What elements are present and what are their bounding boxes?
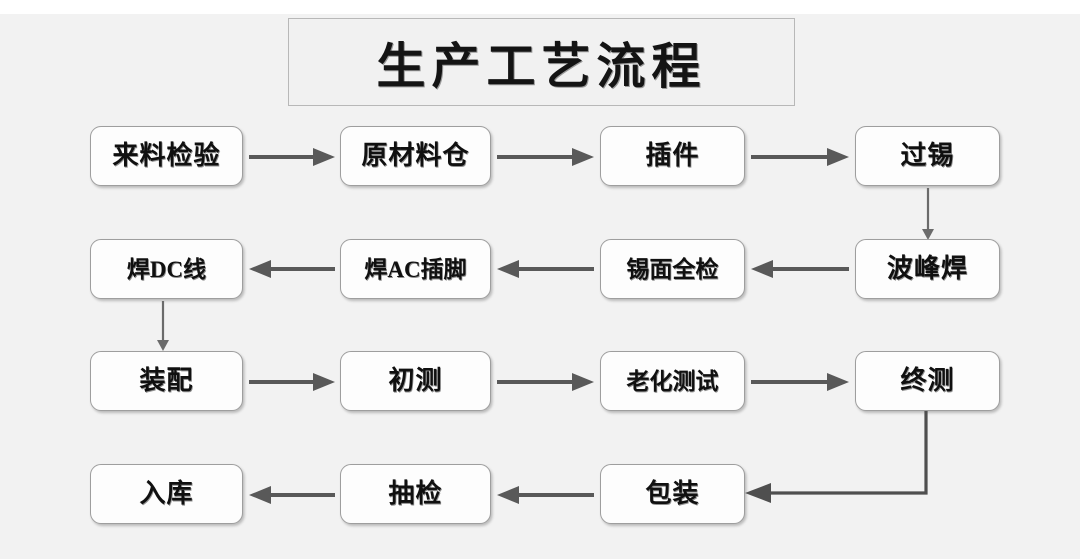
arrow-left-icon	[249, 486, 335, 504]
node-label: 包装	[645, 479, 700, 508]
node-label: 过锡	[900, 141, 955, 170]
node-label: 原材料仓	[361, 141, 470, 170]
node-label: 终测	[900, 366, 955, 395]
node-label: 焊AC插脚	[364, 256, 467, 282]
arrow-right-icon	[497, 148, 594, 166]
node-label: 装配	[139, 366, 194, 395]
node-first-test[interactable]: 初测	[340, 351, 491, 411]
node-assembly[interactable]: 装配	[90, 351, 243, 411]
arrow-elbow-down-left-icon	[745, 411, 928, 503]
node-aging-test[interactable]: 老化测试	[600, 351, 745, 411]
node-tinning[interactable]: 过锡	[855, 126, 1000, 186]
node-raw-material-warehouse[interactable]: 原材料仓	[340, 126, 491, 186]
node-label: 来料检验	[112, 141, 221, 170]
arrow-right-icon	[249, 148, 335, 166]
node-sampling-inspection[interactable]: 抽检	[340, 464, 491, 524]
arrow-left-icon	[497, 486, 594, 504]
node-final-test[interactable]: 终测	[855, 351, 1000, 411]
top-white-strip	[0, 0, 1080, 14]
arrow-right-icon	[751, 148, 849, 166]
diagram-title-box: 生产工艺流程	[288, 18, 795, 106]
node-label: 老化测试	[626, 368, 719, 394]
node-solder-ac-pin[interactable]: 焊AC插脚	[340, 239, 491, 299]
node-wave-soldering[interactable]: 波峰焊	[855, 239, 1000, 299]
node-solder-dc-wire[interactable]: 焊DC线	[90, 239, 243, 299]
node-label: 波峰焊	[886, 254, 968, 283]
arrow-left-icon	[249, 260, 335, 278]
arrow-down-icon	[922, 188, 934, 240]
arrow-right-icon	[249, 373, 335, 391]
arrow-down-icon	[157, 301, 169, 351]
node-tin-surface-full-inspection[interactable]: 锡面全检	[600, 239, 745, 299]
node-label: 初测	[388, 366, 443, 395]
arrow-left-icon	[497, 260, 594, 278]
node-incoming-inspection[interactable]: 来料检验	[90, 126, 243, 186]
node-label: 入库	[139, 479, 194, 508]
node-packaging[interactable]: 包装	[600, 464, 745, 524]
arrow-right-icon	[497, 373, 594, 391]
arrow-left-icon	[751, 260, 849, 278]
diagram-title: 生产工艺流程	[376, 38, 707, 94]
node-insertion[interactable]: 插件	[600, 126, 745, 186]
node-label: 抽检	[388, 479, 443, 508]
node-label: 焊DC线	[126, 256, 207, 282]
arrow-right-icon	[751, 373, 849, 391]
node-warehouse-in[interactable]: 入库	[90, 464, 243, 524]
node-label: 插件	[645, 141, 700, 170]
node-label: 锡面全检	[626, 256, 719, 282]
